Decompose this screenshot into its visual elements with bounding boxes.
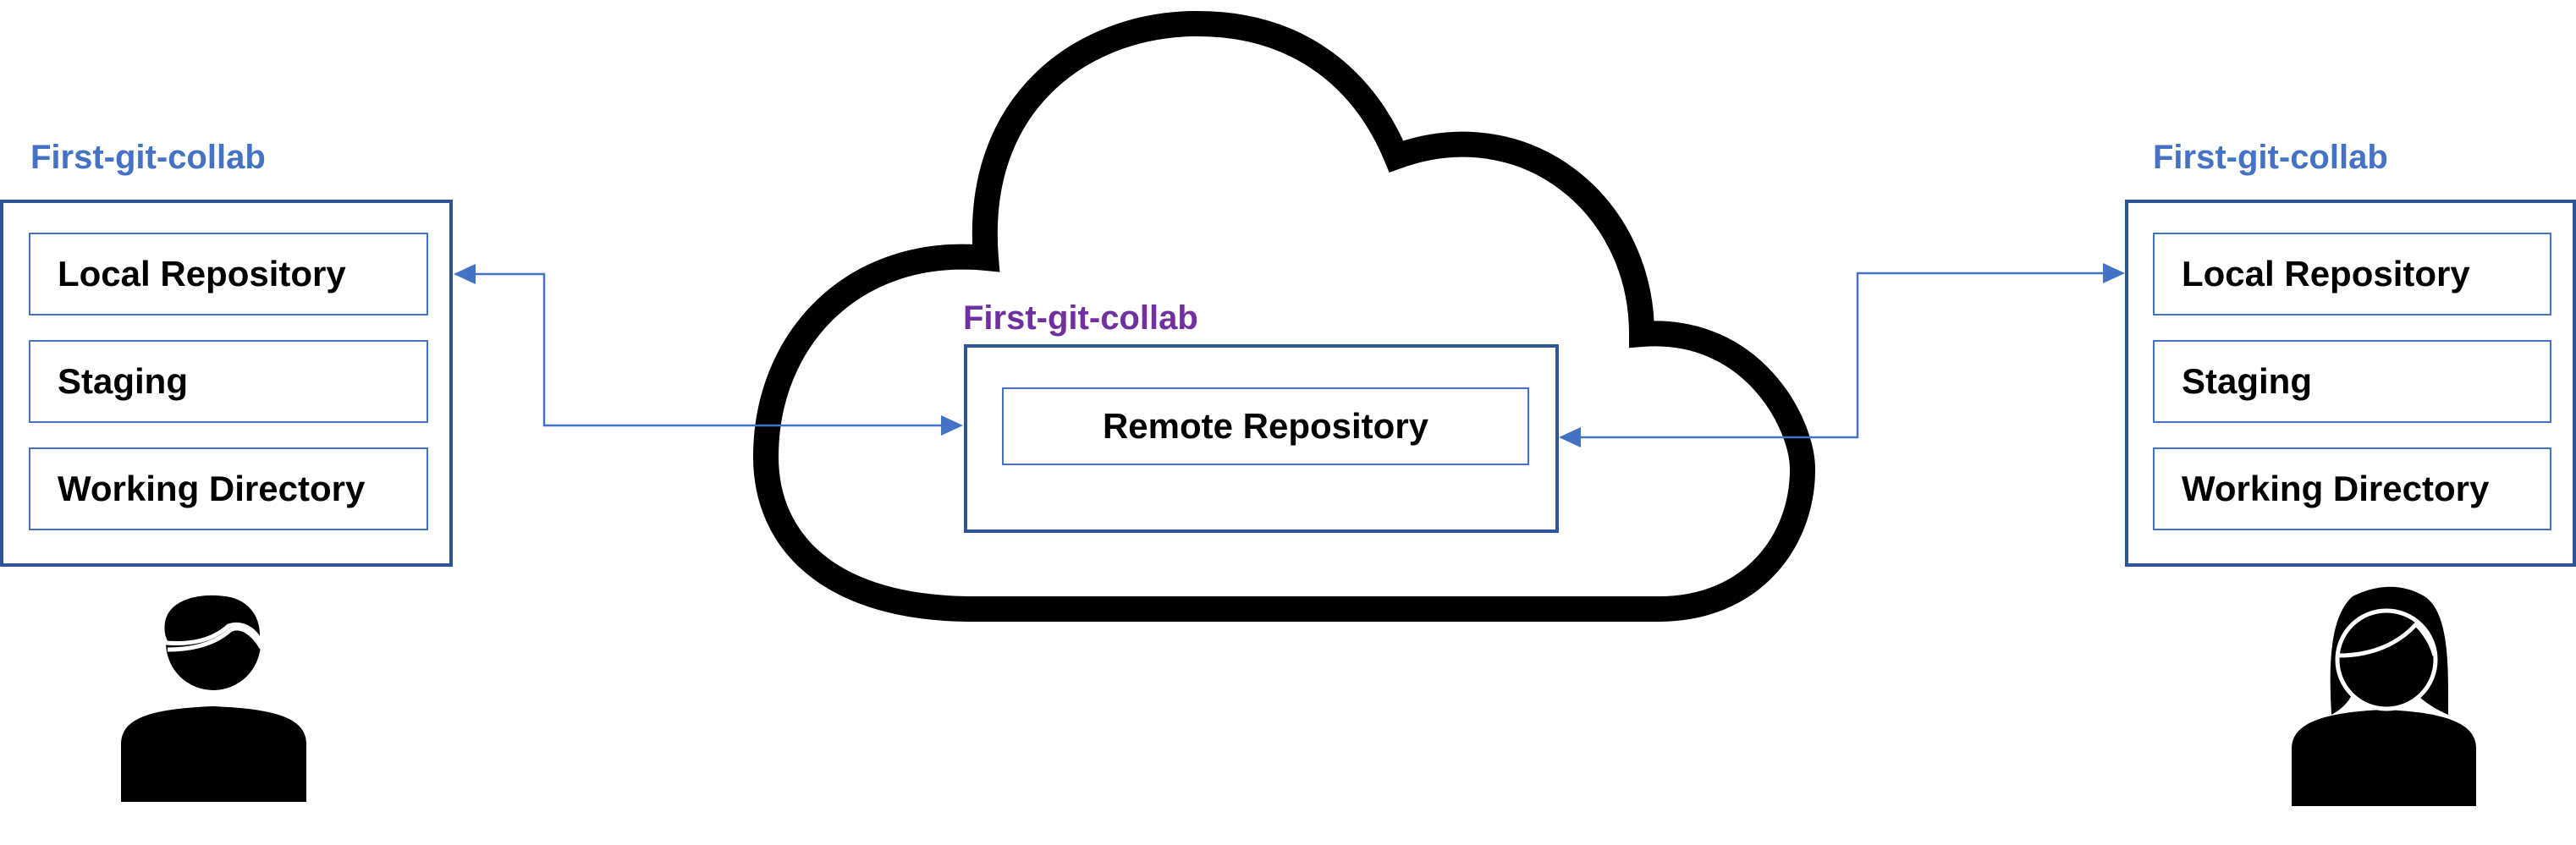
right-repo-title: First-git-collab (2153, 139, 2388, 176)
arrowhead-to-right-local-repo (2103, 263, 2125, 283)
cloud-icon (752, 10, 1816, 622)
left-repo-frame (0, 200, 453, 567)
right-staging[interactable]: Staging (2153, 340, 2551, 423)
arrowhead-to-remote-from-right (1559, 427, 1581, 447)
left-local-repository[interactable]: Local Repository (29, 233, 428, 316)
right-repo-frame (2125, 200, 2576, 567)
arrowhead-to-left-local-repo (454, 264, 476, 284)
sync-arrow-right (1561, 272, 2122, 439)
left-working-directory[interactable]: Working Directory (29, 447, 428, 530)
remote-repo-title: First-git-collab (963, 299, 1198, 337)
right-working-directory[interactable]: Working Directory (2153, 447, 2551, 530)
arrowhead-to-remote-from-left (941, 415, 963, 436)
user-male-icon (121, 590, 306, 802)
right-local-repository[interactable]: Local Repository (2153, 233, 2551, 316)
user-female-icon (2292, 586, 2476, 806)
sync-arrow-left (455, 272, 960, 427)
left-repo-title: First-git-collab (30, 139, 266, 176)
remote-repository[interactable]: Remote Repository (1002, 387, 1529, 465)
left-staging[interactable]: Staging (29, 340, 428, 423)
